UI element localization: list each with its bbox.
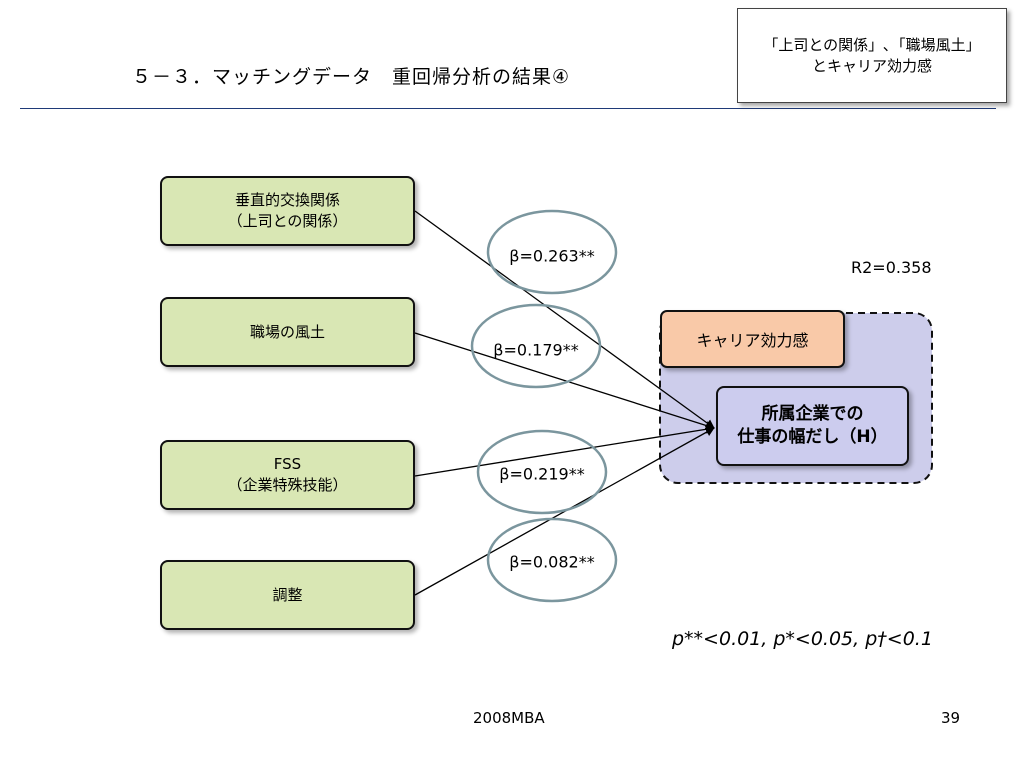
topic-note-box: 「上司との関係」､「職場風土」 とキャリア効力感 (737, 8, 1007, 103)
coef-label-1: β=0.263** (509, 246, 595, 266)
coef-ellipse-4 (486, 517, 618, 603)
factor-label: 垂直的交換関係 (234, 191, 340, 209)
career-efficacy-label: キャリア効力感 (696, 331, 809, 350)
coef-ellipse-3 (476, 429, 608, 515)
factor-label: 職場の風土 (249, 322, 325, 341)
r-squared-label: R2=0.358 (851, 258, 932, 277)
factor-label: 調整 (272, 585, 303, 604)
topic-note-line1: 「上司との関係」､「職場風土」 (763, 36, 981, 55)
factor-sublabel: （上司との関係） (227, 212, 348, 230)
factor-box-workplace-climate: 職場の風土 (160, 297, 415, 367)
factor-box-vertical-exchange: 垂直的交換関係 （上司との関係） (160, 176, 415, 246)
path-arrow-vertical-exchange (414, 210, 715, 429)
coef-label-2: β=0.179** (493, 340, 579, 360)
coef-label-4: β=0.082** (509, 552, 595, 572)
career-efficacy-box: キャリア効力感 (660, 310, 845, 368)
outcome-line2: 仕事の幅だし（H） (737, 427, 888, 447)
topic-note-line2: とキャリア効力感 (811, 56, 932, 75)
path-arrow-fss (414, 424, 715, 477)
coef-label-3: β=0.219** (499, 464, 585, 484)
title-rule (20, 108, 996, 109)
factor-sublabel: （企業特殊技能） (227, 476, 348, 494)
significance-note: p**<0.01, p*<0.05, p†<0.1 (672, 628, 933, 650)
coef-ellipse-1 (486, 209, 618, 295)
coef-ellipse-2 (470, 303, 602, 389)
slide-title: ５－３．マッチングデータ 重回帰分析の結果④ (132, 66, 571, 88)
outcome-box: 所属企業での 仕事の幅だし（H） (716, 386, 909, 466)
factor-box-fss: FSS （企業特殊技能） (160, 440, 415, 510)
footer-label: 2008MBA (473, 709, 545, 727)
page-number: 39 (941, 709, 961, 727)
factor-label: FSS (273, 455, 302, 473)
outcome-line1: 所属企業での (761, 404, 864, 425)
path-arrow-workplace-climate (414, 332, 715, 430)
factor-box-adjustment: 調整 (160, 560, 415, 630)
